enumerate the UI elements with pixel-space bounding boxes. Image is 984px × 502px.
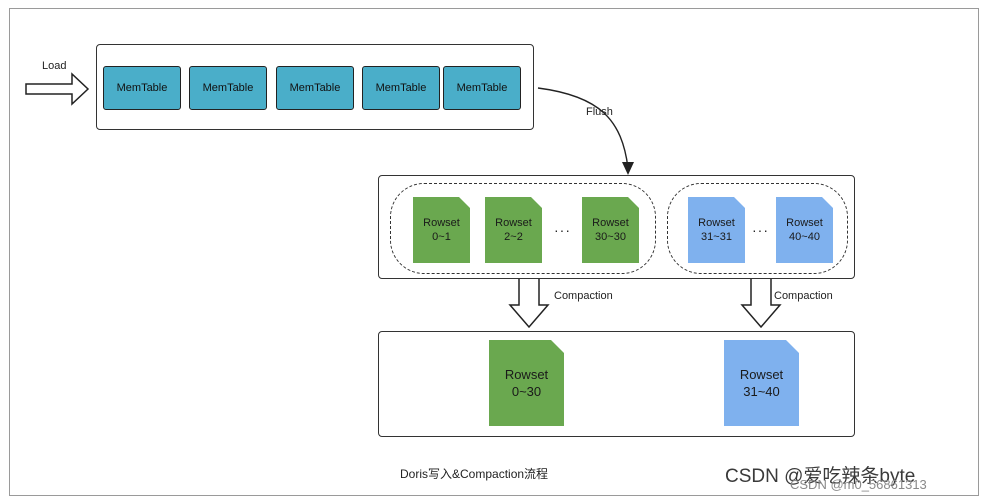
memtable-2: MemTable <box>189 66 267 110</box>
compaction-label-left: Compaction <box>554 290 613 302</box>
rowset-range: 31~31 <box>701 231 732 243</box>
rowset-label: Rowset <box>739 367 784 382</box>
ellipsis-b: ··· <box>752 222 769 238</box>
rowset-0-30: Rowset 0~30 <box>489 340 564 426</box>
rowset-30-30: Rowset 30~30 <box>582 197 639 263</box>
ellipsis-a: ··· <box>554 222 571 238</box>
rowset-range: 0~1 <box>432 231 451 243</box>
rowset-40-40: Rowset 40~40 <box>776 197 833 263</box>
page-fold-icon <box>531 197 542 208</box>
rowset-group-a <box>390 183 656 274</box>
rowset-0-1: Rowset 0~1 <box>413 197 470 263</box>
memtable-4: MemTable <box>362 66 440 110</box>
rowset-31-40: Rowset 31~40 <box>724 340 799 426</box>
page-fold-icon <box>551 340 564 353</box>
rowset-label: Rowset <box>698 217 735 229</box>
memtable-1: MemTable <box>103 66 181 110</box>
rowset-range: 0~30 <box>511 384 542 399</box>
compaction-label-right: Compaction <box>774 290 833 302</box>
rowset-range: 30~30 <box>595 231 626 243</box>
rowset-range: 31~40 <box>743 384 780 399</box>
flush-arrow <box>537 87 629 169</box>
rowset-31-31: Rowset 31~31 <box>688 197 745 263</box>
rowset-label: Rowset <box>495 217 532 229</box>
rowset-label: Rowset <box>504 367 549 382</box>
flush-label: Flush <box>586 106 613 118</box>
load-label: Load <box>42 60 67 72</box>
watermark-secondary: CSDN @m0_56861313 <box>790 477 927 492</box>
rowset-range: 2~2 <box>504 231 523 243</box>
page-fold-icon <box>822 197 833 208</box>
page-fold-icon <box>628 197 639 208</box>
rowset-label: Rowset <box>423 217 460 229</box>
figure-frame <box>9 8 979 496</box>
load-arrow-icon <box>25 72 90 106</box>
rowset-range: 40~40 <box>789 231 820 243</box>
rowset-label: Rowset <box>786 217 823 229</box>
rowset-label: Rowset <box>592 217 629 229</box>
page-fold-icon <box>459 197 470 208</box>
page-fold-icon <box>786 340 799 353</box>
memtable-3: MemTable <box>276 66 354 110</box>
watermark: CSDN @爱吃辣条byte <box>725 466 916 487</box>
figure-caption: Doris写入&Compaction流程 <box>400 467 549 481</box>
memtable-5: MemTable <box>443 66 521 110</box>
flush-arrowhead-icon <box>622 162 634 175</box>
page-fold-icon <box>734 197 745 208</box>
rowset-2-2: Rowset 2~2 <box>485 197 542 263</box>
rowset-group-b <box>667 183 848 274</box>
